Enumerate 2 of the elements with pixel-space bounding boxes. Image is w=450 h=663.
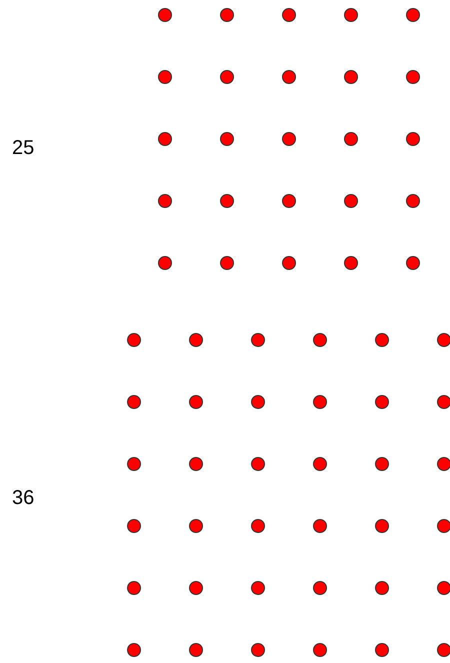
- count-label: 36: [12, 488, 34, 508]
- count-label: 25: [12, 138, 34, 158]
